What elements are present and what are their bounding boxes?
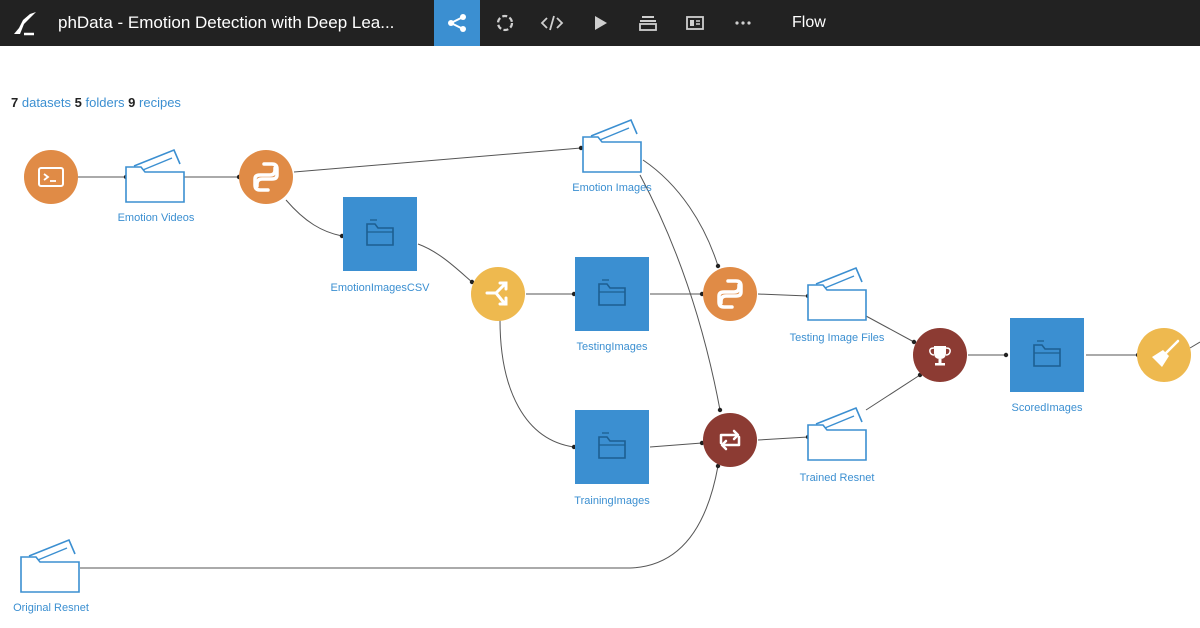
testing-images-dataset[interactable]: [575, 257, 649, 331]
clean-recipe-node[interactable]: [1137, 328, 1191, 382]
recipes-count: 9: [128, 95, 136, 110]
flow-summary: 7 datasets 5 folders 9 recipes: [11, 95, 181, 110]
bird-logo-icon[interactable]: [10, 8, 40, 38]
dashboard-icon: [686, 16, 704, 30]
python-recipe-node-1[interactable]: [239, 150, 293, 204]
split-icon: [485, 281, 508, 306]
run-icon: [595, 16, 607, 30]
emotion-images-csv-label[interactable]: EmotionImagesCSV: [330, 282, 430, 294]
stack-icon: [639, 16, 657, 31]
flow-edges: [78, 147, 1200, 569]
folder-icon: [807, 267, 867, 321]
original-resnet-label[interactable]: Original Resnet: [13, 602, 89, 614]
nav-more-button[interactable]: [720, 0, 766, 46]
testing-image-files-folder[interactable]: [807, 267, 867, 321]
flow-label: Flow: [792, 14, 826, 31]
training-images-label[interactable]: TrainingImages: [574, 495, 650, 507]
nav-run-button[interactable]: [577, 0, 623, 46]
trained-resnet-label[interactable]: Trained Resnet: [799, 472, 875, 484]
emotion-videos-folder[interactable]: [125, 149, 185, 203]
nav-dashboard-button[interactable]: [672, 0, 718, 46]
training-images-dataset[interactable]: [575, 410, 649, 484]
recipes-link[interactable]: recipes: [139, 95, 181, 110]
shell-recipe-node[interactable]: [24, 150, 78, 204]
top-bar: phData - Emotion Detection with Deep Lea…: [0, 0, 1200, 46]
emotion-videos-label[interactable]: Emotion Videos: [117, 212, 195, 224]
emotion-images-folder[interactable]: [582, 119, 642, 173]
folder-icon: [807, 407, 867, 461]
nav-jobs-button[interactable]: [482, 0, 528, 46]
folder-icon: [582, 119, 642, 173]
score-recipe-node[interactable]: [913, 328, 967, 382]
datasets-link[interactable]: datasets: [21, 95, 72, 110]
broom-icon: [1152, 339, 1180, 367]
scored-images-dataset[interactable]: [1010, 318, 1084, 392]
folders-count: 5: [74, 95, 82, 110]
python-recipe-node-2[interactable]: [703, 267, 757, 321]
flow-graph: [20, 119, 1200, 593]
folders-link[interactable]: folders: [85, 95, 125, 110]
testing-image-files-label[interactable]: Testing Image Files: [789, 332, 885, 344]
emotion-images-label[interactable]: Emotion Images: [572, 182, 652, 194]
flow-icon: [448, 14, 466, 32]
code-icon: [540, 15, 564, 31]
split-recipe-node[interactable]: [471, 267, 525, 321]
trained-resnet-folder[interactable]: [807, 407, 867, 461]
folder-icon: [20, 539, 80, 593]
nav-code-button[interactable]: [529, 0, 575, 46]
datasets-count: 7: [11, 95, 19, 110]
terminal-icon: [38, 167, 64, 187]
more-icon: [735, 21, 751, 25]
nav-stack-button[interactable]: [625, 0, 671, 46]
jobs-icon: [496, 14, 514, 32]
train-recipe-node[interactable]: [703, 413, 757, 467]
emotion-images-csv-dataset[interactable]: [343, 197, 417, 271]
sync-icon: [719, 429, 741, 451]
original-resnet-folder[interactable]: [20, 539, 80, 593]
scored-images-label[interactable]: ScoredImages: [1011, 402, 1083, 414]
project-title[interactable]: phData - Emotion Detection with Deep Lea…: [58, 13, 395, 32]
testing-images-label[interactable]: TestingImages: [576, 341, 648, 353]
folder-icon: [125, 149, 185, 203]
trophy-icon: [929, 346, 951, 366]
nav-flow-button[interactable]: [434, 0, 480, 46]
